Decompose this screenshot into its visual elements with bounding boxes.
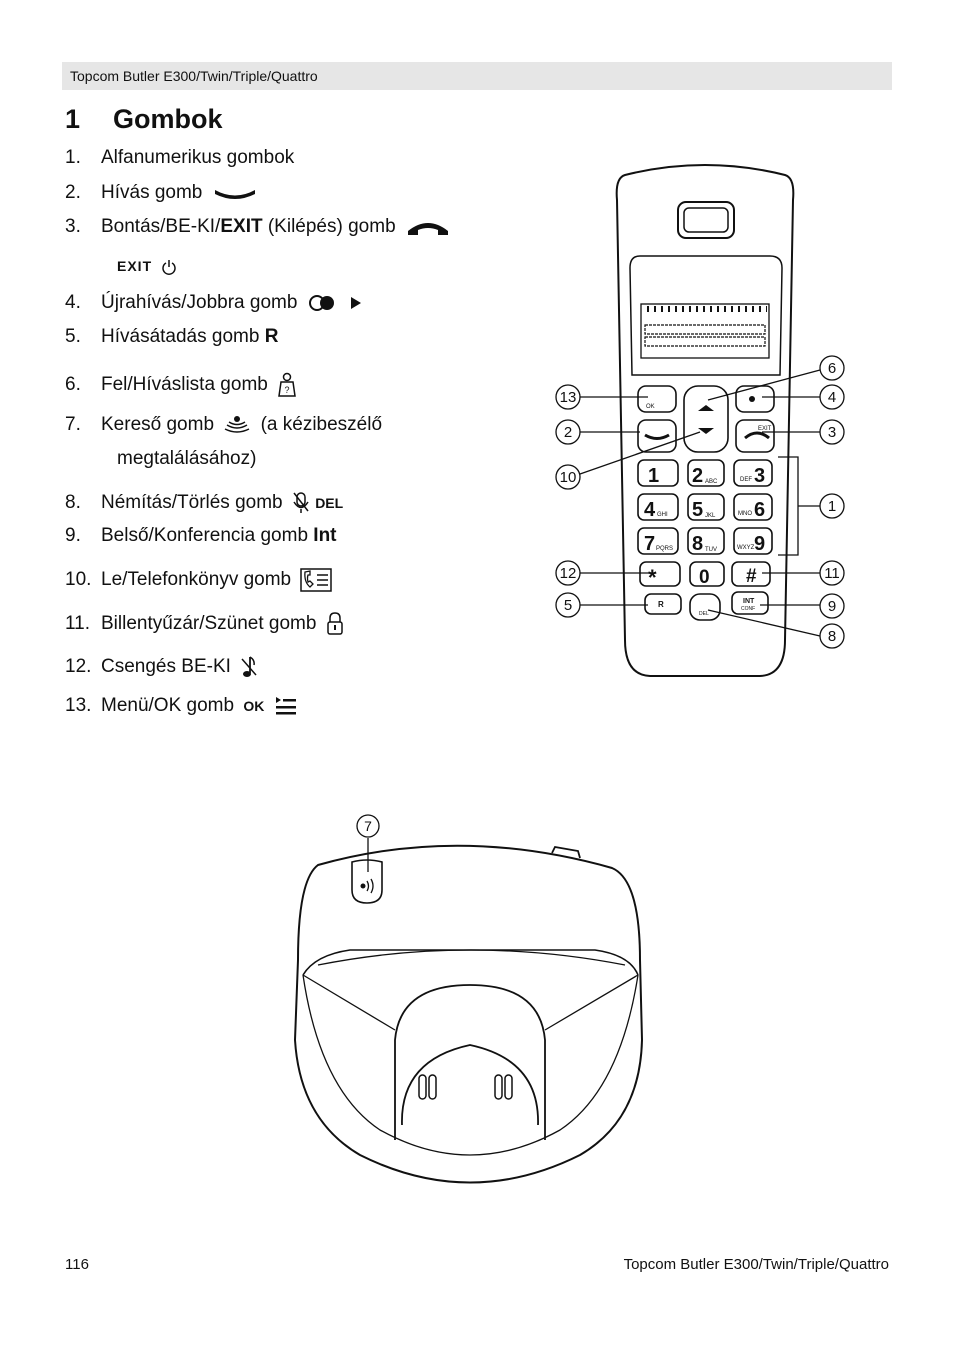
svg-text:10: 10 (560, 469, 577, 486)
del-label: DEL (315, 495, 344, 512)
key-hash[interactable]: # (731, 561, 771, 587)
svg-text:1: 1 (828, 498, 836, 515)
svg-text:9: 9 (828, 598, 836, 615)
svg-text:1: 1 (648, 465, 659, 487)
section-number: 1 (65, 104, 81, 134)
svg-text:WXYZ: WXYZ (737, 545, 755, 551)
ok-key-label: OK (646, 404, 655, 410)
key-1[interactable]: 1 (637, 459, 679, 487)
page-footer: Topcom Butler E300/Twin/Triple/Quattro (623, 1256, 889, 1273)
svg-text:6: 6 (828, 360, 836, 377)
svg-text:2: 2 (564, 424, 572, 441)
mute-icon (293, 492, 309, 513)
page-number: 116 (65, 1256, 89, 1273)
keylock-icon (326, 612, 343, 635)
svg-text:3: 3 (828, 424, 836, 441)
svg-text:*: * (648, 565, 657, 590)
list-item: 11.Billentyűzár/Szünet gomb (65, 612, 344, 636)
hangup-icon (407, 222, 448, 235)
svg-text:0: 0 (699, 567, 710, 588)
paging-icon (224, 415, 250, 433)
list-item-continuation: megtalálásához) (117, 448, 257, 469)
svg-text:13: 13 (560, 389, 577, 406)
leader-lines (579, 369, 821, 637)
list-item: 10.Le/Telefonkönyv gomb (65, 568, 333, 592)
svg-text:DEF: DEF (740, 477, 752, 483)
section-title-text: Gombok (113, 104, 223, 134)
callout-7 (356, 814, 380, 838)
list-item: 1.Alfanumerikus gombok (65, 147, 295, 168)
list-item: 8.Némítás/Törlés gomb DEL (65, 492, 344, 514)
svg-text:2: 2 (692, 465, 703, 487)
key-r[interactable]: R (644, 593, 682, 615)
svg-text:7: 7 (644, 533, 655, 555)
key-0[interactable]: 0 (689, 561, 725, 588)
list-item: 6.Fel/Híváslista gomb ? (65, 372, 297, 398)
svg-text:12: 12 (560, 565, 577, 582)
ok-label: OK (243, 698, 265, 715)
svg-text:INT: INT (743, 598, 755, 605)
svg-text:6: 6 (754, 499, 765, 521)
list-item: 12.Csengés BE-KI (65, 655, 258, 679)
call-list-icon: ? (278, 372, 296, 397)
list-item: 7.Kereső gomb (a kézibeszélő (65, 414, 383, 435)
call-icon (214, 189, 255, 199)
redial-icon (308, 294, 361, 311)
svg-text:8: 8 (692, 533, 703, 555)
svg-text:MNO: MNO (738, 511, 752, 517)
list-item: 4.Újrahívás/Jobbra gomb (65, 292, 367, 314)
list-item: 9.Belső/Konferencia gomb Int (65, 525, 337, 546)
key-del[interactable]: DEL (689, 593, 721, 621)
callout-7-label: 7 (364, 818, 372, 834)
list-item: 3.Bontás/BE-KI/EXIT (Kilépés) gomb (65, 216, 451, 238)
list-item: 13.Menü/OK gomb OK (65, 695, 298, 717)
svg-text:DEL: DEL (699, 611, 709, 617)
exit-power-label: EXIT (117, 258, 177, 276)
svg-text:#: # (746, 566, 757, 587)
svg-text:?: ? (285, 385, 290, 395)
svg-text:9: 9 (754, 533, 765, 555)
svg-text:3: 3 (754, 465, 765, 487)
callouts: 13 2 10 12 5 6 4 3 1 11 9 8 (555, 355, 845, 649)
ringer-off-icon (241, 656, 257, 677)
page-header: Topcom Butler E300/Twin/Triple/Quattro (62, 62, 892, 90)
svg-text:JKL: JKL (705, 513, 716, 519)
svg-text:PQRS: PQRS (656, 546, 673, 552)
key-star[interactable]: * (639, 561, 681, 590)
exit-key-label: EXIT (758, 426, 772, 432)
phonebook-icon (300, 568, 333, 592)
section-title: 1 Gombok (65, 104, 223, 135)
svg-text:4: 4 (828, 389, 836, 406)
menu-icon (275, 697, 296, 715)
svg-text:GHI: GHI (657, 512, 668, 518)
svg-text:CONF: CONF (741, 606, 755, 612)
svg-text:R: R (658, 600, 664, 609)
svg-text:5: 5 (564, 597, 572, 614)
power-icon (162, 260, 176, 276)
list-item: 5.Hívásátadás gomb R (65, 326, 279, 347)
svg-text:5: 5 (692, 499, 703, 521)
lcd-segments (644, 306, 767, 347)
svg-text:8: 8 (828, 628, 836, 645)
svg-text:4: 4 (644, 499, 656, 521)
paging-button[interactable] (351, 859, 383, 904)
list-item: 2.Hívás gomb (65, 182, 258, 204)
base-station-illustration: 7 (293, 814, 644, 1184)
svg-text:TUV: TUV (705, 547, 717, 553)
svg-text:ABC: ABC (705, 479, 718, 485)
svg-text:11: 11 (824, 565, 840, 582)
